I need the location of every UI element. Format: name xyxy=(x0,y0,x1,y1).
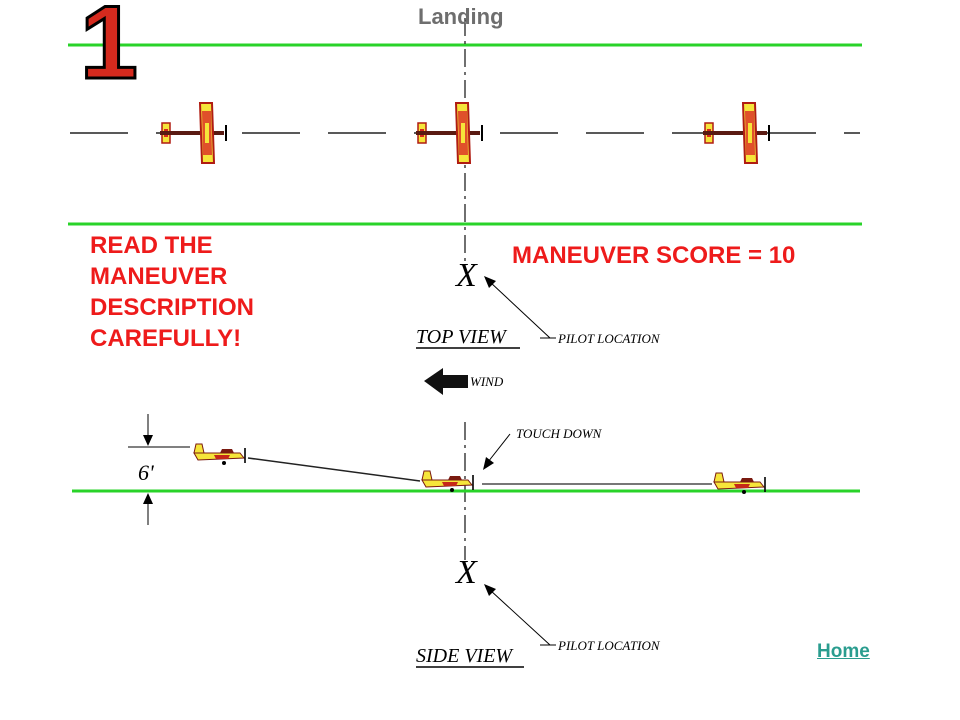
height-arrow-up-icon xyxy=(143,493,153,504)
side-pilot-leader-arrowhead xyxy=(484,584,496,596)
side-view-plane-approach xyxy=(193,443,246,466)
top-pilot-location-label: PILOT LOCATION xyxy=(557,331,661,346)
warning-line: CAREFULLY! xyxy=(90,325,242,352)
top-view-plane-right xyxy=(702,102,770,164)
top-pilot-leader xyxy=(489,281,551,339)
height-arrow-down-icon xyxy=(143,435,153,446)
height-label: 6' xyxy=(138,460,154,485)
page-title: Landing xyxy=(418,4,504,29)
top-view-plane-center xyxy=(415,102,483,164)
maneuver-score: MANEUVER SCORE = 10 xyxy=(512,242,796,269)
side-pilot-leader xyxy=(489,589,551,646)
read-description-warning: READ THE MANEUVER DESCRIPTION CAREFULLY! xyxy=(90,230,254,354)
top-pilot-marker: X xyxy=(454,257,478,294)
warning-line: READ THE xyxy=(90,232,213,259)
touch-down-arrowhead xyxy=(483,457,494,470)
home-link[interactable]: Home xyxy=(817,641,870,662)
wind-arrow-icon xyxy=(424,368,468,395)
side-pilot-marker: X xyxy=(454,554,478,591)
touch-down-label: TOUCH DOWN xyxy=(516,426,603,441)
top-view-label: TOP VIEW xyxy=(416,326,508,348)
top-view-plane-left xyxy=(159,102,227,164)
top-pilot-leader-arrowhead xyxy=(484,276,496,288)
warning-line: DESCRIPTION xyxy=(90,294,255,321)
approach-path xyxy=(247,457,421,482)
side-pilot-location-label: PILOT LOCATION xyxy=(557,638,661,653)
maneuver-number: 1 xyxy=(79,0,140,102)
side-view-label: SIDE VIEW xyxy=(416,645,514,667)
touch-down-leader xyxy=(487,433,511,463)
wind-label: WIND xyxy=(470,374,504,389)
warning-line: MANEUVER xyxy=(90,263,228,290)
